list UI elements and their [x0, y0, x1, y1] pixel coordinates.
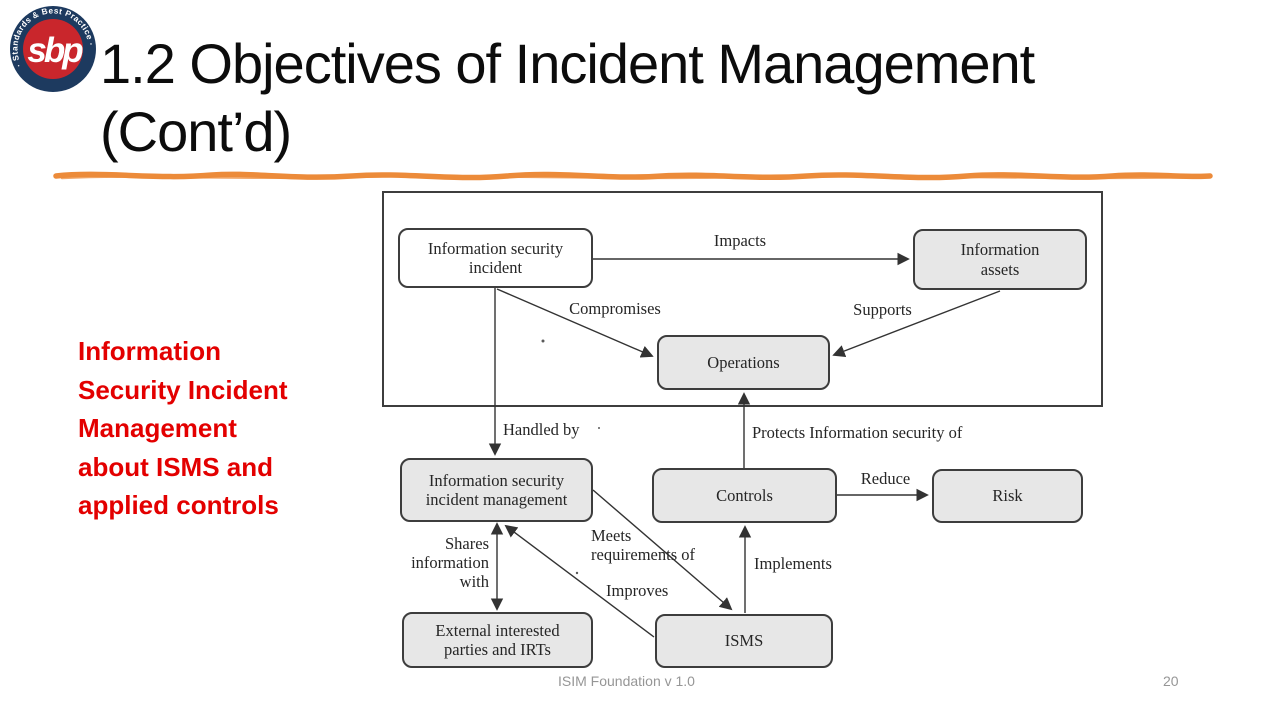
slide-title-line1: 1.2 Objectives of Incident Management: [100, 32, 1035, 95]
slide-title: 1.2 Objectives of Incident Management (C…: [100, 30, 1035, 166]
logo-inner-circle: [23, 19, 83, 79]
node-information-security-incident-management: Information security incident management: [400, 458, 593, 522]
node-operations: Operations: [657, 335, 830, 390]
squiggle-stroke-echo: [60, 174, 1204, 180]
edge-improves: [504, 524, 655, 638]
edge-label-protects: Protects Information security of: [752, 423, 963, 442]
slide-title-line2: (Cont’d): [100, 100, 292, 163]
node-isms: ISMS: [655, 614, 833, 668]
edge-label-reduce: Reduce: [860, 469, 911, 488]
isms-relationship-diagram: Information security incident Informatio…: [375, 185, 1110, 680]
edge-supports: [832, 290, 1001, 358]
sbp-logo-graphic: · Standards & Best Practice · sbp: [9, 5, 96, 92]
edge-label-supports: Supports: [853, 300, 912, 319]
node-external-interested-parties: External interested parties and IRTs: [402, 612, 593, 668]
side-note-red: Information Security Incident Management…: [78, 336, 288, 520]
edge-compromises: [496, 288, 654, 358]
diagram-connectors: [382, 191, 1103, 638]
logo-sbp-text: sbp: [27, 31, 83, 70]
stray-dot: [541, 339, 545, 343]
footer-text: ISIM Foundation v 1.0: [558, 673, 695, 689]
edge-label-impacts: Impacts: [713, 231, 767, 250]
node-controls: Controls: [652, 468, 837, 523]
node-risk: Risk: [932, 469, 1083, 523]
stray-dot: [575, 571, 579, 575]
edge-label-handled-by: Handled by: [503, 420, 580, 439]
squiggle-stroke: [53, 171, 1213, 181]
edge-label-improves: Improves: [606, 581, 669, 600]
edge-label-implements: Implements: [754, 554, 832, 573]
edge-meets-requirements: [592, 489, 733, 611]
stray-dot: [598, 427, 600, 429]
title-underline-squiggle: [52, 167, 1216, 190]
edge-label-compromises: Compromises: [569, 299, 661, 318]
sbp-logo: · Standards & Best Practice · sbp: [8, 4, 98, 99]
node-information-assets: Information assets: [913, 229, 1087, 290]
page-number: 20: [1163, 673, 1179, 689]
node-information-security-incident: Information security incident: [398, 228, 593, 288]
diagram-outer-frame: [382, 191, 1103, 407]
edge-label-meets: Meets requirements of: [591, 526, 696, 564]
edge-label-shares: Shares information with: [411, 534, 489, 591]
